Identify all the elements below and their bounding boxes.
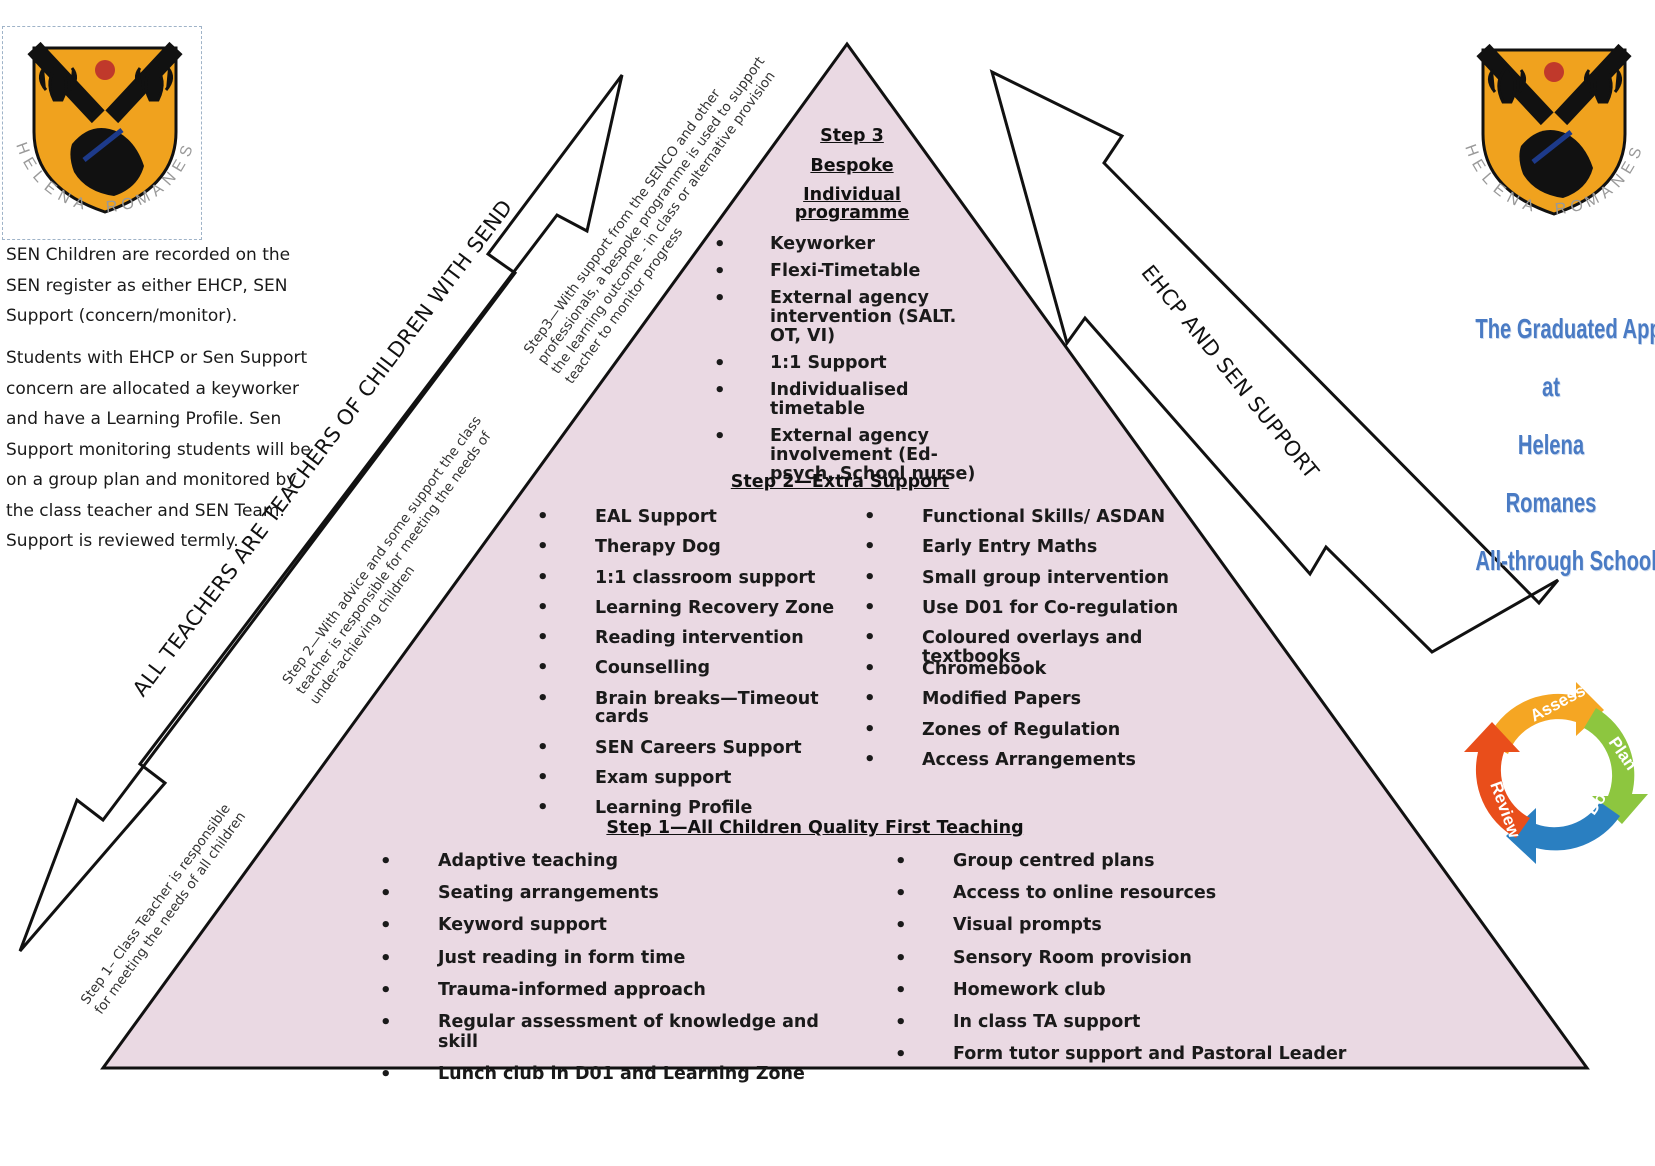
- title-line: at: [1542, 371, 1560, 402]
- list-item: Access to online resources: [895, 883, 1375, 904]
- cycle-arrow-assess: [1486, 682, 1604, 754]
- list-item: Adaptive teaching: [380, 851, 860, 872]
- step1-list-right: Group centred plans Access to online res…: [895, 851, 1375, 1076]
- list-item: External agency intervention (SALT. OT, …: [712, 289, 982, 346]
- list-item: External agency involvement (Ed-psych. S…: [712, 427, 982, 484]
- list-item: Functional Skills/ ASDAN: [862, 508, 1182, 527]
- list-item: Individualised timetable: [712, 381, 982, 419]
- list-item: Learning Recovery Zone: [535, 599, 855, 618]
- list-item: 1:1 classroom support: [535, 569, 855, 588]
- step2-list-right: Functional Skills/ ASDAN Early Entry Mat…: [862, 508, 1182, 781]
- list-item: Small group intervention: [862, 569, 1182, 588]
- list-item: SEN Careers Support: [535, 739, 855, 758]
- cycle-arrow-review: [1464, 722, 1530, 838]
- list-item: EAL Support: [535, 508, 855, 527]
- list-item: Therapy Dog: [535, 538, 855, 557]
- list-item: Access Arrangements: [862, 751, 1182, 770]
- motto-letter: A: [72, 194, 90, 214]
- cycle-arrow-plan: [1584, 708, 1648, 824]
- list-item: Form tutor support and Pastoral Leader: [895, 1044, 1375, 1065]
- list-item: Homework club: [895, 980, 1375, 1001]
- left-double-arrow: [18, 74, 624, 952]
- title-line: The Graduated Approach: [1475, 313, 1655, 344]
- list-item: In class TA support: [895, 1012, 1375, 1033]
- list-item: Brain breaks—Timeout cards: [535, 690, 855, 727]
- motto-letter: O: [1569, 196, 1589, 217]
- fleur-de-lis-icon: [135, 61, 173, 102]
- step2-list-left: EAL Support Therapy Dog 1:1 classroom su…: [535, 508, 855, 829]
- crest-logo-left: [27, 41, 183, 214]
- list-item: Early Entry Maths: [862, 538, 1182, 557]
- list-item: Flexi-Timetable: [712, 262, 982, 282]
- graduated-approach-title: The Graduated Approach at Helena Romanes…: [1475, 300, 1655, 590]
- list-item: Just reading in form time: [380, 948, 860, 969]
- motto-letter: M: [134, 187, 156, 210]
- list-item: Visual prompts: [895, 915, 1375, 936]
- motto-letter: S: [1626, 143, 1647, 162]
- list-item: Lunch club in D01 and Learning Zone: [380, 1064, 860, 1085]
- list-item: 1:1 Support: [712, 354, 982, 374]
- intro-paragraph-2: Students with EHCP or Sen Support concer…: [6, 348, 311, 551]
- motto-letter: H: [12, 140, 33, 159]
- step3-heading: Step 3: [820, 126, 884, 146]
- list-item: Modified Papers: [862, 690, 1182, 709]
- list-item: Trauma-informed approach: [380, 980, 860, 1001]
- title-line: Helena Romanes: [1505, 429, 1597, 518]
- intro-paragraph-1: SEN Children are recorded on the SEN reg…: [6, 245, 291, 326]
- list-item: Group centred plans: [895, 851, 1375, 872]
- list-item: Counselling: [535, 659, 855, 678]
- list-item: Keyword support: [380, 915, 860, 936]
- motto-letter: M: [1583, 189, 1605, 212]
- list-item: Learning Profile: [535, 799, 855, 818]
- fleur-de-lis-icon: [1584, 63, 1622, 104]
- crest-logo-right: [1476, 43, 1632, 216]
- lion-icon: [70, 128, 144, 196]
- motto-letter: N: [55, 187, 76, 209]
- motto-letter: S: [177, 141, 198, 160]
- lion-icon: [1519, 130, 1593, 198]
- step3-list: Keyworker Flexi-Timetable External agenc…: [712, 235, 982, 492]
- motto-letter: R: [105, 198, 121, 216]
- list-item: Keyworker: [712, 235, 982, 255]
- step2-heading: Step 2—Extra Support: [730, 472, 950, 492]
- step3-programme-heading: Individual programme: [794, 185, 910, 223]
- motto-letter: R: [1554, 200, 1570, 218]
- list-item: Reading intervention: [535, 629, 855, 648]
- cycle-arrow-do: [1506, 802, 1620, 864]
- right-double-arrow: [989, 69, 1560, 654]
- motto-letter: H: [1461, 142, 1482, 161]
- step3-subheading: Bespoke: [810, 156, 894, 176]
- list-item: Regular assessment of knowledge and skil…: [380, 1012, 860, 1052]
- list-item: Use D01 for Co-regulation: [862, 599, 1182, 618]
- fleur-de-lis-icon: [39, 61, 77, 102]
- list-item: Zones of Regulation: [862, 721, 1182, 740]
- motto-letter: N: [1504, 189, 1525, 211]
- list-item: Seating arrangements: [380, 883, 860, 904]
- rose-icon: [95, 60, 115, 80]
- list-item: Sensory Room provision: [895, 948, 1375, 969]
- list-item: Exam support: [535, 769, 855, 788]
- title-line: All-through School: [1475, 545, 1655, 576]
- assess-plan-do-review-cycle: Assess Plan Do Review: [1464, 681, 1648, 864]
- step1-list-left: Adaptive teaching Seating arrangements K…: [380, 851, 860, 1096]
- step1-heading: Step 1—All Children Quality First Teachi…: [606, 818, 1024, 838]
- list-item: Chromebook: [862, 660, 1182, 679]
- motto-letter: A: [1521, 196, 1539, 216]
- motto-letter: O: [120, 194, 140, 215]
- rose-icon: [1544, 62, 1564, 82]
- crest-frame: [2, 26, 202, 240]
- fleur-de-lis-icon: [1488, 63, 1526, 104]
